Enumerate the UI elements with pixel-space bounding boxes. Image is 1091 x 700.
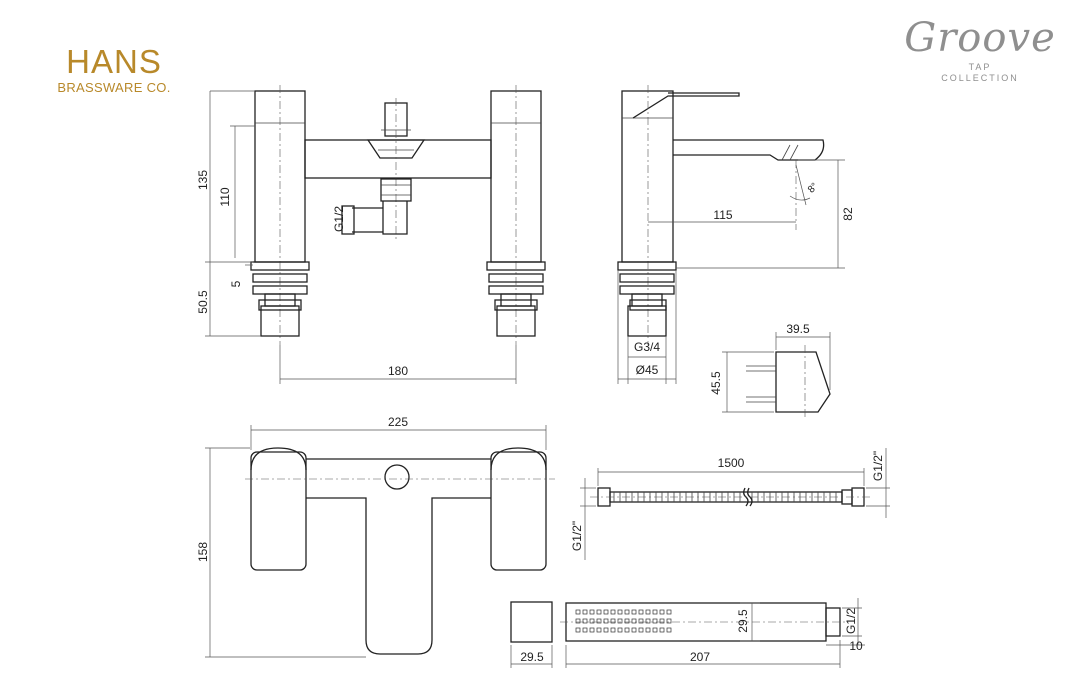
dim-top-width: 225 — [388, 415, 408, 429]
dim-front-body-height: 110 — [218, 187, 232, 206]
collection-logo: Groove TAP COLLECTION — [900, 14, 1060, 84]
nozzle — [652, 618, 658, 624]
nozzle — [666, 627, 672, 633]
nozzle — [659, 618, 665, 624]
dim-side-diameter: Ø45 — [636, 363, 659, 377]
collection-name: COLLECTION — [941, 73, 1019, 83]
dim-handset-head: 29.5 — [520, 650, 544, 664]
nozzle — [624, 618, 630, 624]
nozzle — [666, 609, 672, 615]
nozzle — [631, 609, 637, 615]
nozzle — [589, 609, 595, 615]
nozzle — [575, 609, 581, 615]
dim-handset-thread: G1/2 — [844, 608, 858, 634]
nozzle — [652, 609, 658, 615]
nozzle — [575, 627, 581, 633]
side-spout — [673, 139, 825, 161]
nozzle — [610, 618, 616, 624]
brand-subtitle: BRASSWARE CO. — [57, 80, 171, 95]
nozzle — [610, 609, 616, 615]
shower-handset: 29.5 207 29.5 G1/2 10 — [510, 598, 865, 668]
nozzle — [617, 618, 623, 624]
dim-handset-tail: 10 — [849, 639, 863, 653]
dim-side-reach: 115 — [713, 208, 732, 222]
top-diverter — [384, 464, 410, 490]
dim-front-centres: 180 — [388, 364, 408, 378]
nozzle — [596, 618, 602, 624]
nozzle — [645, 609, 651, 615]
dim-handset-width: 29.5 — [736, 609, 750, 633]
nozzle — [624, 627, 630, 633]
side-fittings — [617, 261, 677, 337]
dim-bracket-height: 45.5 — [709, 371, 723, 395]
top-view: 225 158 — [196, 415, 555, 658]
nozzle — [631, 618, 637, 624]
collection-script: Groove — [904, 15, 1056, 61]
side-view: 115 82 8° G3/4 Ø45 — [617, 85, 855, 384]
top-right-lever — [490, 451, 547, 571]
nozzle — [582, 627, 588, 633]
dim-side-thread: G3/4 — [634, 340, 660, 354]
side-lever — [632, 92, 740, 119]
nozzle — [645, 618, 651, 624]
dim-side-spout-height: 82 — [841, 207, 855, 221]
hose-outlet-thread — [341, 205, 355, 235]
nozzle — [638, 627, 644, 633]
dim-side-angle: 8° — [806, 181, 821, 196]
front-body-bar — [304, 139, 492, 179]
dim-outlet-thread: G1/2 — [332, 206, 346, 232]
bracket-body — [775, 351, 831, 413]
nozzle — [582, 609, 588, 615]
dim-front-base: 50.5 — [196, 290, 210, 314]
nozzle — [575, 618, 581, 624]
nozzle — [652, 627, 658, 633]
hose-outlet-nut — [380, 178, 412, 202]
front-right-fittings — [486, 261, 546, 337]
nozzle — [666, 618, 672, 624]
nozzle — [596, 609, 602, 615]
side-body — [621, 90, 674, 263]
handset-end-view — [510, 601, 553, 643]
dim-hose-thread-left: G1/2" — [570, 521, 584, 551]
dim-front-total-height: 135 — [196, 170, 210, 190]
collection-tap: TAP — [968, 62, 992, 72]
brand-logo: HANS BRASSWARE CO. — [54, 43, 174, 96]
nozzle — [603, 627, 609, 633]
front-spout-outlet — [366, 139, 426, 159]
top-body — [299, 458, 497, 655]
nozzle — [638, 618, 644, 624]
nozzle — [645, 627, 651, 633]
nozzle — [596, 627, 602, 633]
nozzle — [589, 627, 595, 633]
dim-hose-thread-right: G1/2" — [871, 451, 885, 481]
nozzle — [582, 618, 588, 624]
dim-hose-length: 1500 — [718, 456, 745, 470]
dim-front-gap: 5 — [229, 280, 243, 287]
nozzle — [659, 609, 665, 615]
dim-bracket-width: 39.5 — [786, 322, 810, 336]
nozzle — [638, 609, 644, 615]
handset-bracket: 39.5 45.5 — [709, 322, 831, 418]
front-view: 135 110 5 50.5 G1/2 180 — [196, 85, 546, 384]
shower-hose: 1500 G1/2" G1/2" — [570, 448, 890, 560]
nozzle — [617, 609, 623, 615]
front-left-fittings — [250, 261, 310, 337]
nozzle — [603, 618, 609, 624]
nozzle — [603, 609, 609, 615]
brand-name: HANS — [66, 43, 162, 80]
nozzle — [617, 627, 623, 633]
nozzle — [610, 627, 616, 633]
handset-nozzles — [575, 609, 672, 633]
nozzle — [589, 618, 595, 624]
nozzle — [659, 627, 665, 633]
nozzle — [631, 627, 637, 633]
top-left-lever — [250, 451, 307, 571]
dim-top-depth: 158 — [196, 542, 210, 562]
nozzle — [624, 609, 630, 615]
dim-handset-length: 207 — [690, 650, 710, 664]
